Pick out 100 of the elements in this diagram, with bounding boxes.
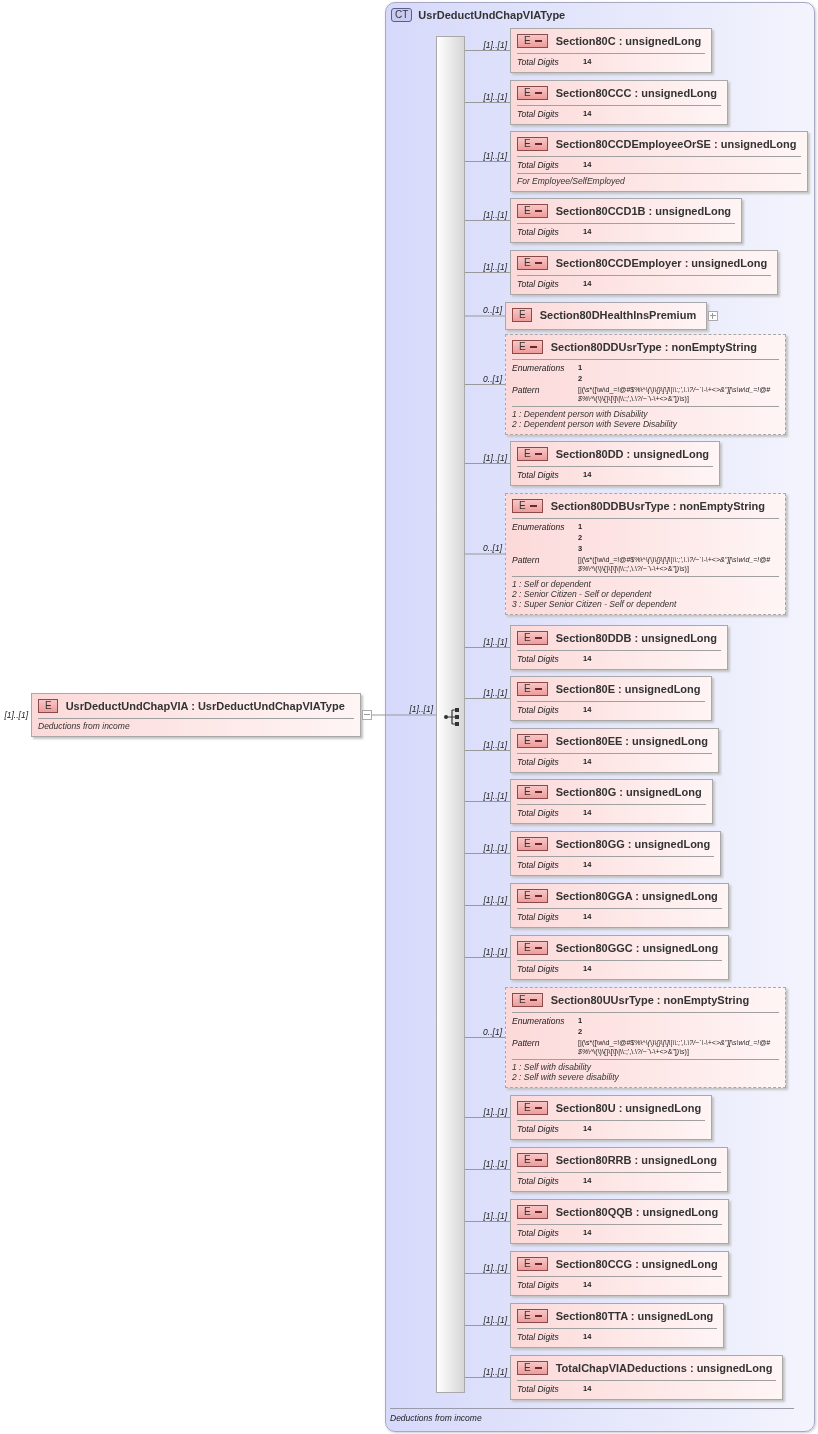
connector-line <box>464 463 511 464</box>
connector-line <box>360 714 437 716</box>
connector-line <box>464 957 511 958</box>
facet-name: Pattern <box>512 385 541 395</box>
facet-name: Total Digits <box>517 1332 560 1342</box>
annotation-text: For Employee/SelfEmployed <box>517 176 626 186</box>
element-name: UsrDeductUndChapVIA : UsrDeductUndChapVIAType <box>65 700 345 712</box>
element-name: Section80GGA : unsignedLong <box>555 890 718 902</box>
element-name: Section80CCG : unsignedLong <box>555 1258 718 1270</box>
element-name: Section80E : unsignedLong <box>555 683 701 695</box>
edge-label: [1]..[1] <box>409 704 433 714</box>
connector-line <box>464 801 511 802</box>
cardinality: [1]..[1] <box>483 1314 507 1325</box>
element-badge: E <box>517 204 548 218</box>
element-box <box>510 198 743 243</box>
connector-line <box>464 1377 511 1378</box>
facet-name: Total Digits <box>517 912 560 922</box>
element-badge: E <box>517 1309 548 1323</box>
connector-line <box>464 853 511 854</box>
element-name: Section80RRB : unsignedLong <box>555 1154 717 1166</box>
element-name: Section80DD : unsignedLong <box>555 448 710 460</box>
element-badge: E <box>517 1257 548 1271</box>
connector-line <box>464 220 511 221</box>
element-box <box>510 1095 713 1140</box>
element-box <box>510 1303 725 1348</box>
complex-type-container <box>385 2 815 1432</box>
connector-line <box>464 50 511 51</box>
annotation-text: 1 : Dependent person with Disability <box>512 409 649 419</box>
element-badge: E <box>517 1101 548 1115</box>
facet-name: Total Digits <box>517 1384 560 1394</box>
annotation-text: 1 : Self with disability <box>512 1062 593 1072</box>
connector-line <box>464 102 511 103</box>
facet-name: Total Digits <box>517 1280 560 1290</box>
element-badge: E <box>512 308 532 322</box>
element-name: Section80U : unsignedLong <box>555 1102 702 1114</box>
facet-name: Total Digits <box>517 470 560 480</box>
cardinality: [1]..[1] <box>483 1158 507 1169</box>
element-badge: E <box>517 137 548 151</box>
cardinality: [1]..[1] <box>483 946 507 957</box>
facet-name: Total Digits <box>517 279 560 289</box>
cardinality: [1]..[1] <box>4 710 28 720</box>
element-name: Section80CCD1B : unsignedLong <box>555 205 732 217</box>
cardinality: 0..[1] <box>483 1026 502 1037</box>
cardinality: [1]..[1] <box>483 1366 507 1377</box>
cardinality: [1]..[1] <box>483 261 507 272</box>
element-badge: E <box>517 734 548 748</box>
facet-name: Total Digits <box>517 57 560 67</box>
element-box <box>510 779 713 824</box>
element-badge: E <box>517 837 548 851</box>
cardinality: 0..[1] <box>483 305 502 315</box>
facet-name: Total Digits <box>517 1176 560 1186</box>
facet-name: Total Digits <box>517 964 560 974</box>
complex-type-badge: CT <box>391 8 413 22</box>
element-badge: E <box>517 447 548 461</box>
connector-line <box>464 315 506 317</box>
facet-name: Total Digits <box>517 757 560 767</box>
element-badge: E <box>517 1153 548 1167</box>
facet-name: Total Digits <box>517 227 560 237</box>
cardinality: [1]..[1] <box>483 1106 507 1117</box>
element-box <box>510 883 729 928</box>
element-box <box>510 676 712 721</box>
element-box <box>510 80 728 125</box>
cardinality: [1]..[1] <box>483 452 507 463</box>
connector-line <box>464 905 511 906</box>
connector-line <box>464 1325 511 1326</box>
element-badge: E <box>517 785 548 799</box>
connector-line <box>464 750 511 751</box>
element-badge: E <box>517 1361 548 1375</box>
element-name: Section80QQB : unsignedLong <box>555 1206 719 1218</box>
connector-line <box>464 1273 511 1274</box>
connector-line <box>464 1037 506 1038</box>
cardinality: [1]..[1] <box>483 894 507 905</box>
element-box <box>510 28 713 73</box>
element-box <box>510 625 728 670</box>
element-name: Section80CCC : unsignedLong <box>555 87 717 99</box>
element-badge: E <box>512 340 543 354</box>
element-name: Section80EE : unsignedLong <box>555 735 708 747</box>
cardinality: [1]..[1] <box>483 150 507 161</box>
cardinality: [1]..[1] <box>483 209 507 220</box>
facet-name: Pattern <box>512 555 541 565</box>
connector-line <box>464 698 511 699</box>
element-name: Section80GG : unsignedLong <box>555 838 711 850</box>
type-name: UsrDeductUndChapVIAType <box>418 9 566 21</box>
connector-line <box>464 1117 511 1118</box>
connector-line <box>464 647 511 648</box>
element-badge: E <box>517 889 548 903</box>
facet-name: Total Digits <box>517 1228 560 1238</box>
annotation-text: Deductions from income <box>38 721 131 731</box>
facet-name: Total Digits <box>517 160 560 170</box>
cardinality: [1]..[1] <box>483 1210 507 1221</box>
element-box <box>510 935 730 980</box>
element-name: Section80TTA : unsignedLong <box>555 1310 714 1322</box>
connector-line <box>464 384 506 385</box>
facet-name: Total Digits <box>517 808 560 818</box>
facet-name: Total Digits <box>517 1124 560 1134</box>
facet-name: Enumerations <box>512 1016 566 1026</box>
cardinality: [1]..[1] <box>483 91 507 102</box>
connector-line <box>464 553 506 555</box>
cardinality: [1]..[1] <box>483 842 507 853</box>
facet-name: Total Digits <box>517 860 560 870</box>
